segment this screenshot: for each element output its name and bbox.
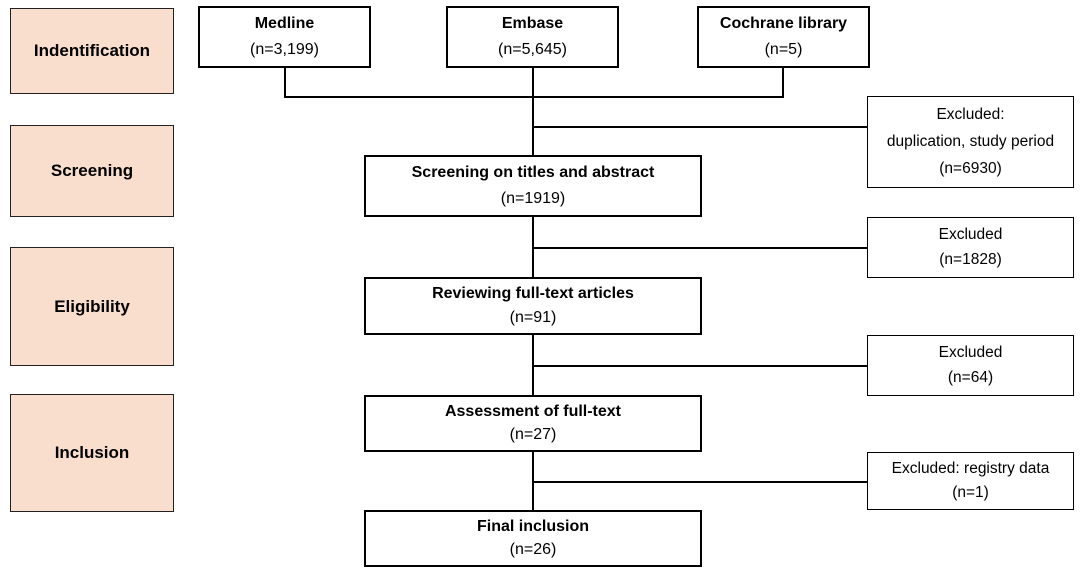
source-medline: Medline (n=3,199) xyxy=(198,6,371,68)
connector xyxy=(284,96,784,98)
exclusion-reason: duplication, study period xyxy=(886,133,1055,150)
phase-label: Eligibility xyxy=(54,296,130,316)
connector xyxy=(532,68,534,97)
connector xyxy=(782,68,784,97)
step-title: Screening on titles and abstract xyxy=(411,164,655,182)
step-full-text-review: Reviewing full-text articles (n=91) xyxy=(364,277,702,335)
exclusion-line: Excluded xyxy=(938,343,1003,361)
exclusion-count: (n=1) xyxy=(952,484,989,502)
connector xyxy=(532,247,868,249)
source-name: Medline xyxy=(254,15,315,33)
phase-label: Indentification xyxy=(33,41,151,60)
step-assessment: Assessment of full-text (n=27) xyxy=(364,395,702,452)
step-title: Reviewing full-text articles xyxy=(432,285,634,302)
connector xyxy=(532,365,868,367)
exclusion-line: Excluded: registry data xyxy=(891,459,1050,477)
exclusion-line: Excluded: xyxy=(936,106,1005,123)
exclusion-count: (n=1828) xyxy=(939,251,1002,269)
connector xyxy=(284,68,286,97)
connector xyxy=(532,126,868,128)
exclusion-duplication: Excluded: duplication, study period (n=6… xyxy=(867,96,1074,188)
source-name: Embase xyxy=(501,15,564,33)
exclusion-full-text: Excluded (n=64) xyxy=(867,335,1074,396)
step-count: (n=26) xyxy=(509,541,557,559)
source-embase: Embase (n=5,645) xyxy=(446,6,619,68)
exclusion-count: (n=64) xyxy=(947,369,994,387)
exclusion-registry: Excluded: registry data (n=1) xyxy=(867,452,1074,510)
step-screening: Screening on titles and abstract (n=1919… xyxy=(364,155,702,217)
exclusion-screening: Excluded (n=1828) xyxy=(867,217,1074,278)
connector xyxy=(532,481,868,483)
step-count: (n=91) xyxy=(509,309,557,326)
step-final-inclusion: Final inclusion (n=26) xyxy=(364,510,702,567)
step-title: Final inclusion xyxy=(476,517,589,535)
phase-identification: Indentification xyxy=(10,8,174,94)
phase-inclusion: Inclusion xyxy=(10,394,174,512)
step-count: (n=1919) xyxy=(500,189,566,207)
exclusion-line: Excluded xyxy=(938,225,1003,243)
step-count: (n=27) xyxy=(509,426,557,444)
source-name: Cochrane library xyxy=(719,15,848,33)
step-title: Assessment of full-text xyxy=(444,402,622,420)
connector xyxy=(532,96,534,155)
source-cochrane: Cochrane library (n=5) xyxy=(697,6,870,68)
source-count: (n=3,199) xyxy=(250,40,319,58)
phase-screening: Screening xyxy=(10,125,174,217)
phase-eligibility: Eligibility xyxy=(10,247,174,366)
phase-label: Screening xyxy=(50,161,134,180)
exclusion-count: (n=6930) xyxy=(939,160,1002,177)
source-count: (n=5) xyxy=(764,40,803,58)
source-count: (n=5,645) xyxy=(498,40,567,58)
phase-label: Inclusion xyxy=(54,443,130,462)
